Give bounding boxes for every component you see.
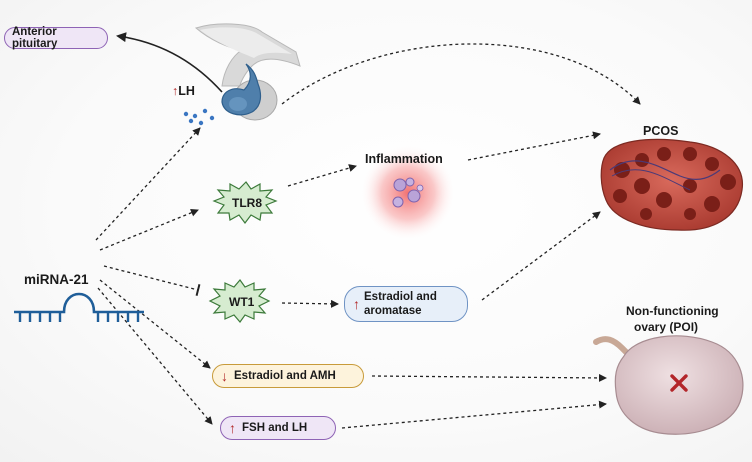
anterior-pituitary-text: Anterior pituitary	[12, 26, 58, 50]
amh-text: Estradiol and AMH	[234, 370, 336, 382]
wt1-text: WT1	[229, 295, 255, 309]
rna-strand-icon	[14, 292, 144, 322]
amh-down-arrow: ↓	[221, 368, 228, 384]
non-functioning-line-2: ovary (POI)	[634, 320, 699, 334]
lh-up-arrow: ↑	[172, 84, 179, 98]
arrow-mirna-to-amh	[99, 279, 211, 369]
estradiol-aromatase-box: ↑ Estradiol and aromatase	[344, 286, 468, 322]
inflammation-label: Inflammation	[365, 152, 443, 166]
arrow-wt1-to-aromatase	[281, 299, 339, 308]
inhibit-mirna-to-wt1	[103, 265, 201, 297]
lh-text: LH	[178, 84, 195, 98]
inflammation-cells-icon	[360, 145, 456, 241]
wt1-burst-shape	[208, 279, 271, 323]
arrow-amh-to-poi	[371, 373, 607, 382]
estradiol-amh-box: ↓ Estradiol and AMH	[212, 364, 364, 388]
inflammation-text: Inflammation	[365, 152, 443, 166]
arrow-to-anterior-pituitary	[116, 32, 223, 93]
arrow-mirna-to-pituitary	[95, 127, 201, 241]
non-functioning-ovary-label: Non-functioning ovary (POI)	[626, 303, 719, 335]
arrow-inflammation-to-pcos	[467, 131, 601, 161]
arrow-fsh-to-poi	[341, 400, 607, 429]
poi-ovary-icon	[593, 335, 744, 435]
anterior-pituitary-label: Anterior pituitary	[4, 26, 108, 50]
mirna-text: miRNA-21	[24, 272, 89, 287]
pcos-ovary-icon	[600, 138, 743, 231]
lh-particles-icon	[183, 108, 215, 126]
wt1-label: WT1	[229, 295, 254, 309]
arrow-tlr8-to-inflammation	[287, 164, 357, 187]
fsh-lh-box: ↑ FSH and LH	[220, 416, 336, 440]
fsh-up-arrow: ↑	[229, 420, 236, 436]
pituitary-gland-icon	[194, 23, 301, 121]
aromatase-line-1: Estradiol and	[364, 291, 437, 303]
arrow-pituitary-to-pcos	[281, 43, 641, 105]
arrow-aromatase-to-pcos	[481, 211, 601, 301]
non-functioning-line-1: Non-functioning	[626, 304, 719, 318]
pcos-text: PCOS	[643, 124, 679, 138]
aromatase-up-arrow: ↑	[353, 296, 360, 312]
tlr8-text: TLR8	[232, 196, 262, 210]
mirna-label: miRNA-21	[24, 272, 89, 287]
arrow-mirna-to-tlr8	[99, 208, 199, 251]
pcos-label: PCOS	[643, 124, 678, 138]
aromatase-line-2: aromatase	[364, 305, 422, 317]
fsh-text: FSH and LH	[242, 422, 308, 434]
cross-mark-icon	[670, 374, 688, 392]
lh-label: ↑LH	[172, 84, 195, 98]
tlr8-label: TLR8	[232, 196, 262, 210]
tlr8-burst-shape	[212, 181, 278, 224]
